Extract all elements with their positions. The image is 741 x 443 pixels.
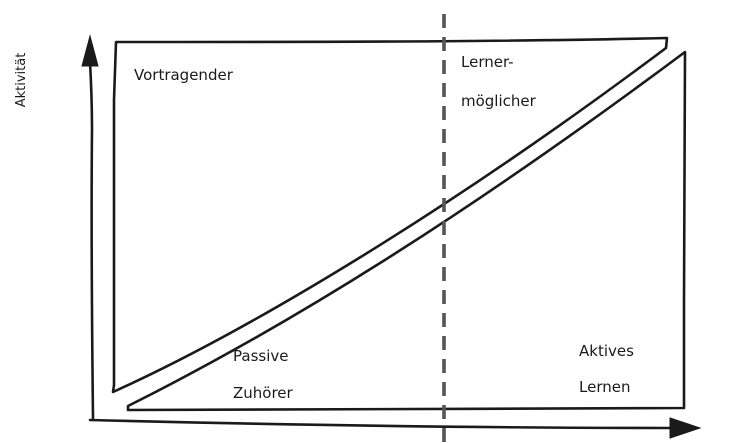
- label-vortragender: Vortragender: [134, 66, 234, 84]
- label-passive-line2: Zuhörer: [233, 384, 294, 402]
- x-axis: [88, 417, 702, 439]
- label-aktives-line2: Lernen: [579, 378, 630, 396]
- upper-left-region: [111, 36, 669, 394]
- y-axis: [81, 34, 99, 420]
- label-lerner-line1: Lerner-: [461, 53, 514, 71]
- arrow-up-icon: [81, 34, 99, 67]
- arrow-right-icon: [669, 417, 702, 439]
- lower-right-region: [126, 50, 687, 412]
- label-aktives-line1: Aktives: [579, 342, 634, 360]
- y-axis-label: Aktivität: [14, 53, 29, 108]
- label-passive-line1: Passive: [233, 347, 288, 365]
- label-lerner-line2: möglicher: [461, 92, 537, 110]
